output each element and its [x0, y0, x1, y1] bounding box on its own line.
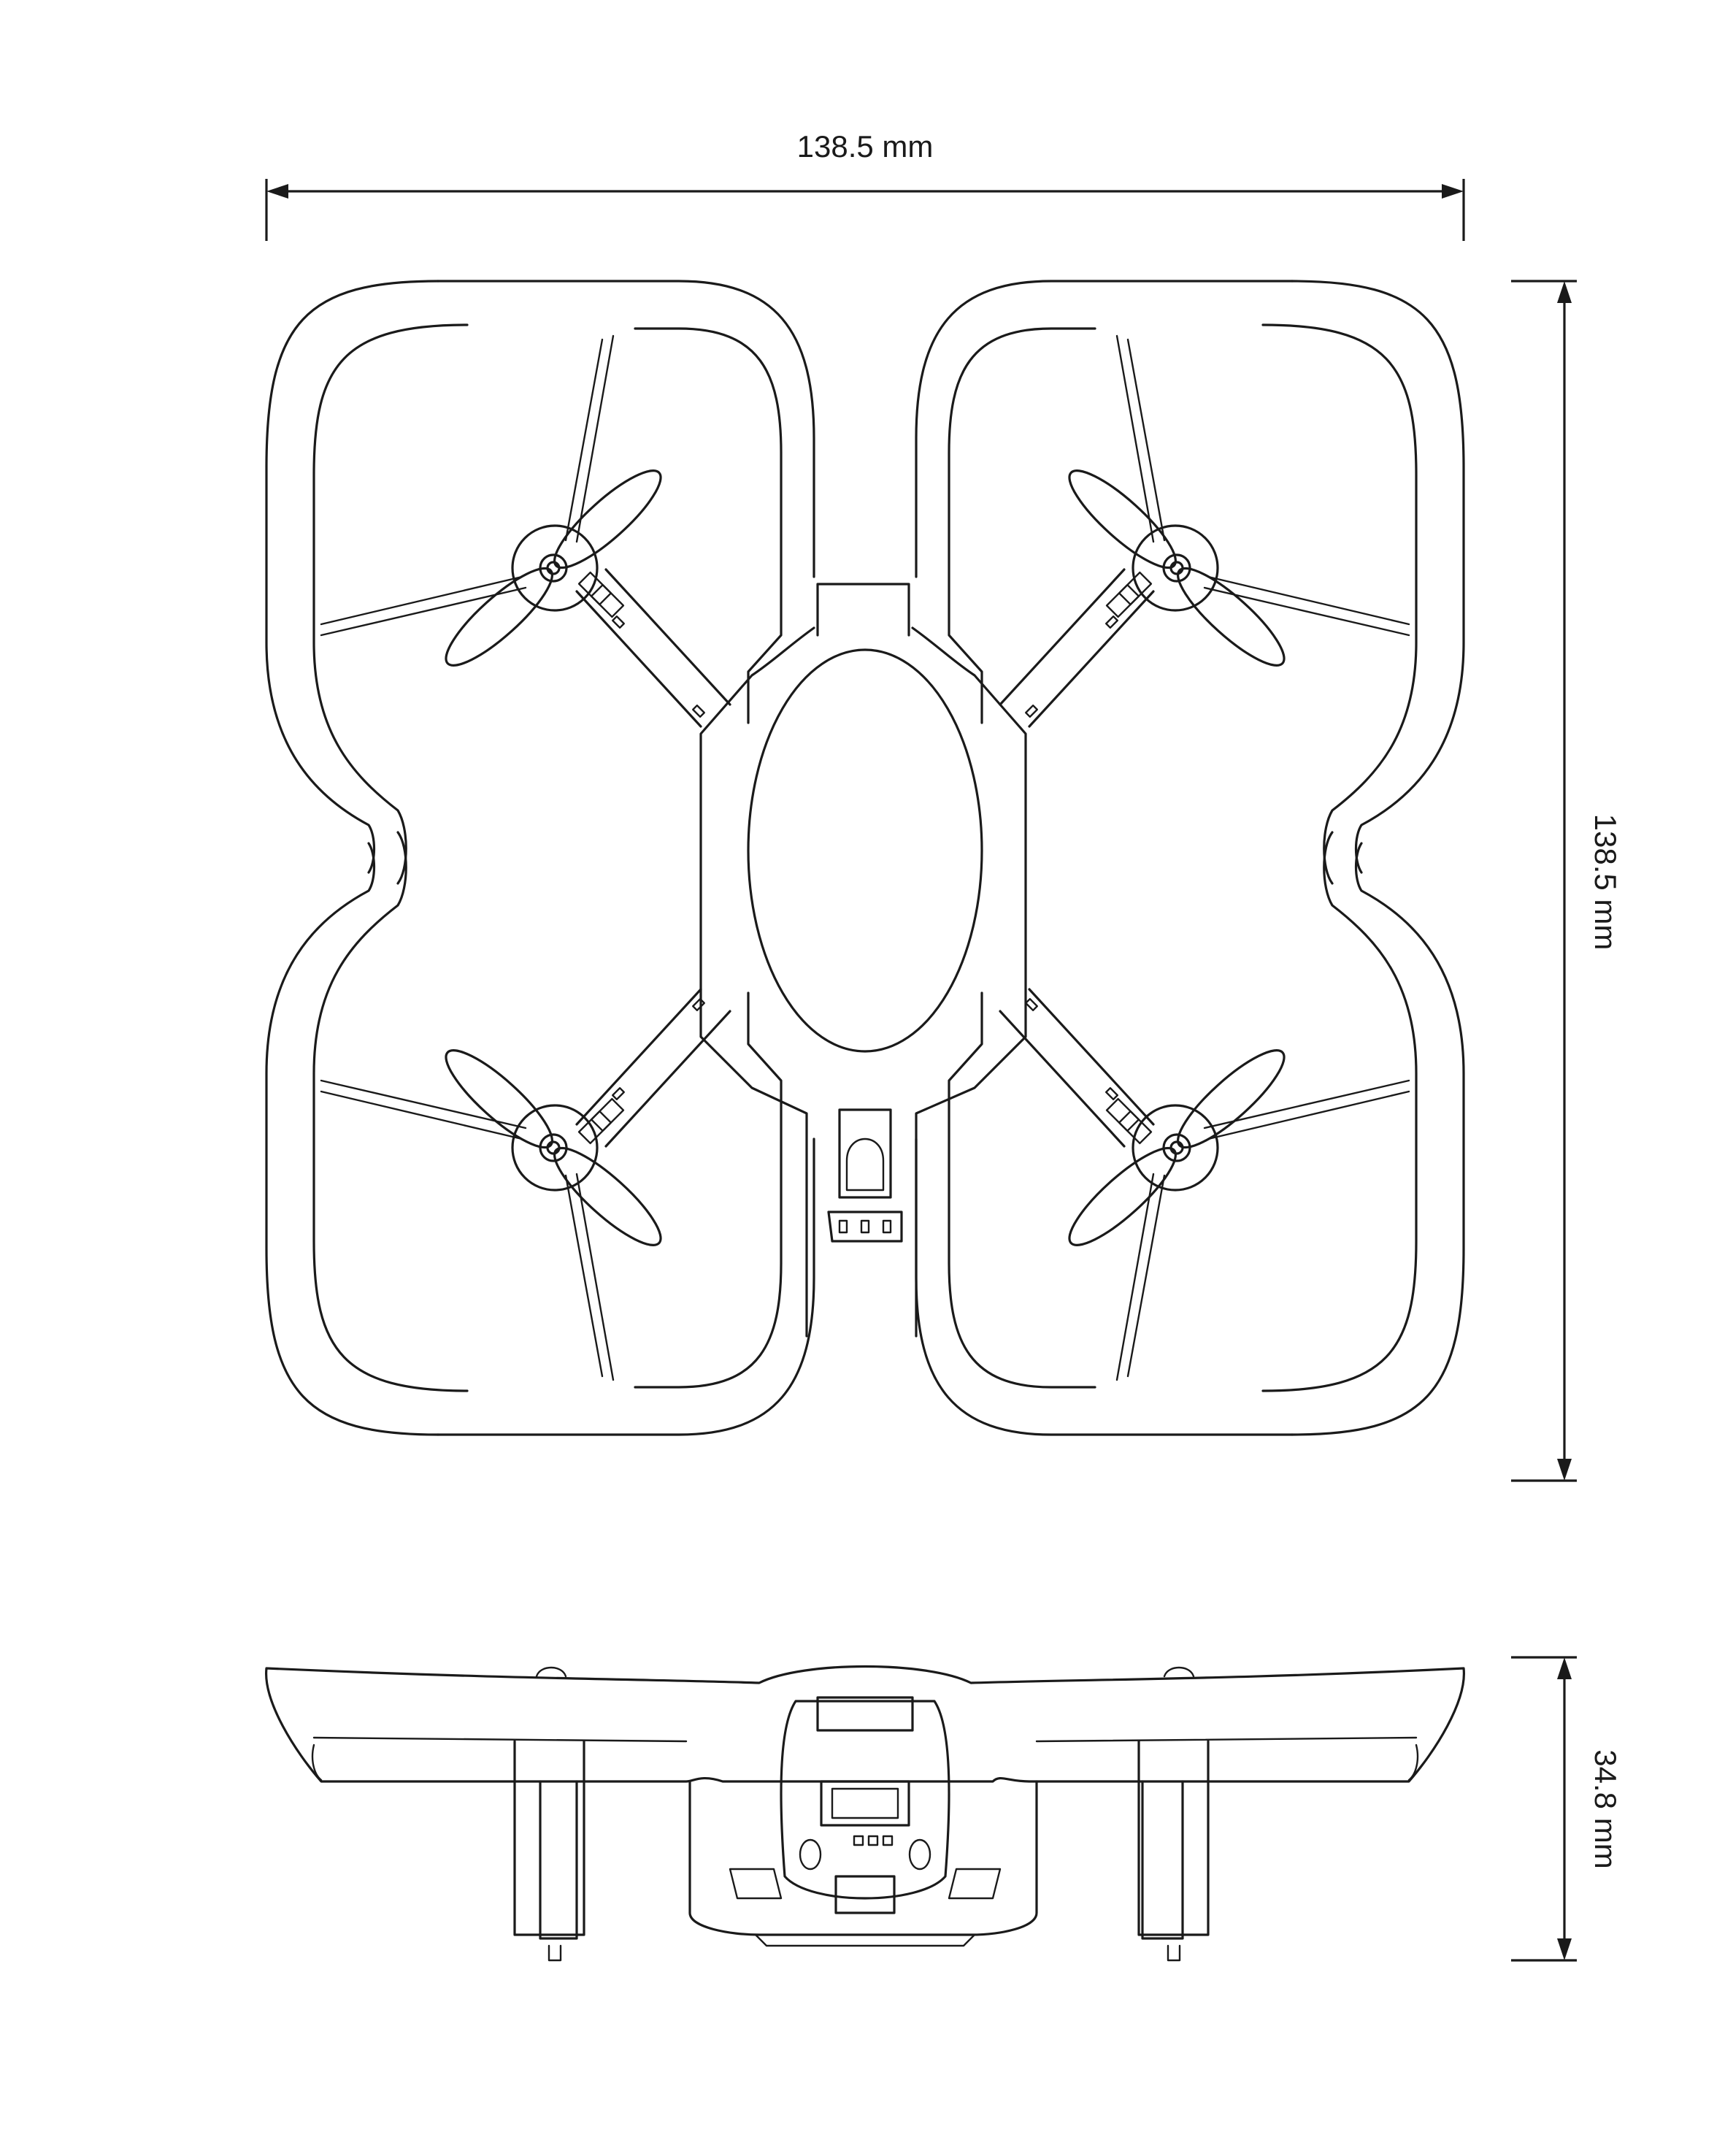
rear-hump [816, 583, 910, 637]
side-view [265, 1665, 1465, 1962]
width-dimension: 138.5 mm [265, 129, 1465, 241]
rotor-rear-right [916, 832, 1464, 1435]
guard-profile [265, 1665, 1465, 1783]
rotor-front-left [266, 281, 814, 883]
connector [827, 1211, 903, 1243]
top-view [266, 281, 1464, 1435]
leg-left-outer [513, 1740, 585, 1936]
length-dimension: 138.5 mm [1511, 280, 1623, 1482]
front-port [820, 1780, 910, 1827]
height-dimension: 34.8 mm [1511, 1656, 1623, 1962]
battery-cover [747, 648, 983, 1053]
rotor-front-right [916, 281, 1464, 883]
front-sensor-block [780, 1700, 950, 1900]
length-label: 138.5 mm [1588, 814, 1623, 951]
height-label: 34.8 mm [1588, 1749, 1623, 1868]
leg-right-outer [1137, 1740, 1210, 1936]
center-frame [699, 626, 1027, 1338]
width-label: 138.5 mm [797, 129, 934, 164]
rotor-rear-left [266, 832, 814, 1435]
sensor-housing [838, 1108, 892, 1199]
